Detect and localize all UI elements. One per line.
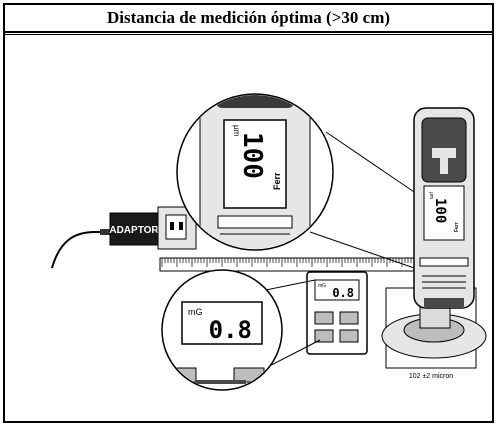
- meter-zoom-circle: mG 0.8: [161, 269, 283, 391]
- power-cable: [51, 231, 108, 269]
- meter-small-unit: mG: [318, 283, 326, 289]
- gauge-zoom-circle: µm 100 Ferr: [176, 93, 334, 251]
- meter-zoom-value: 0.8: [209, 316, 252, 344]
- ruler: [159, 257, 433, 272]
- gauge-small-mode: Ferr: [454, 222, 460, 232]
- gauge-small-unit: µm: [428, 192, 434, 199]
- thickness-gauge: µm 100 Ferr: [413, 107, 475, 309]
- meter-zoom-unit: mG: [188, 307, 203, 317]
- gauge-zoom-unit: µm: [232, 125, 241, 137]
- gauge-small-value: 100: [432, 198, 448, 223]
- adaptor: ADAPTOR: [109, 206, 197, 250]
- calibration-label: 102 ±2 micron: [409, 373, 453, 380]
- title-bar: Distancia de medición óptima (>30 cm): [5, 5, 492, 33]
- diagram-title: Distancia de medición óptima (>30 cm): [106, 8, 391, 27]
- gauge-zoom-value: 100: [237, 132, 267, 179]
- adaptor-label: ADAPTOR: [109, 225, 159, 236]
- title-divider: [5, 34, 492, 35]
- meter-small-value: 0.8: [332, 286, 354, 300]
- gauge-zoom-mode: Ferr: [272, 172, 282, 190]
- field-meter-small: mG 0.8: [306, 271, 368, 355]
- ruler-ticks: [161, 258, 433, 267]
- power-cable-plug: [100, 229, 110, 235]
